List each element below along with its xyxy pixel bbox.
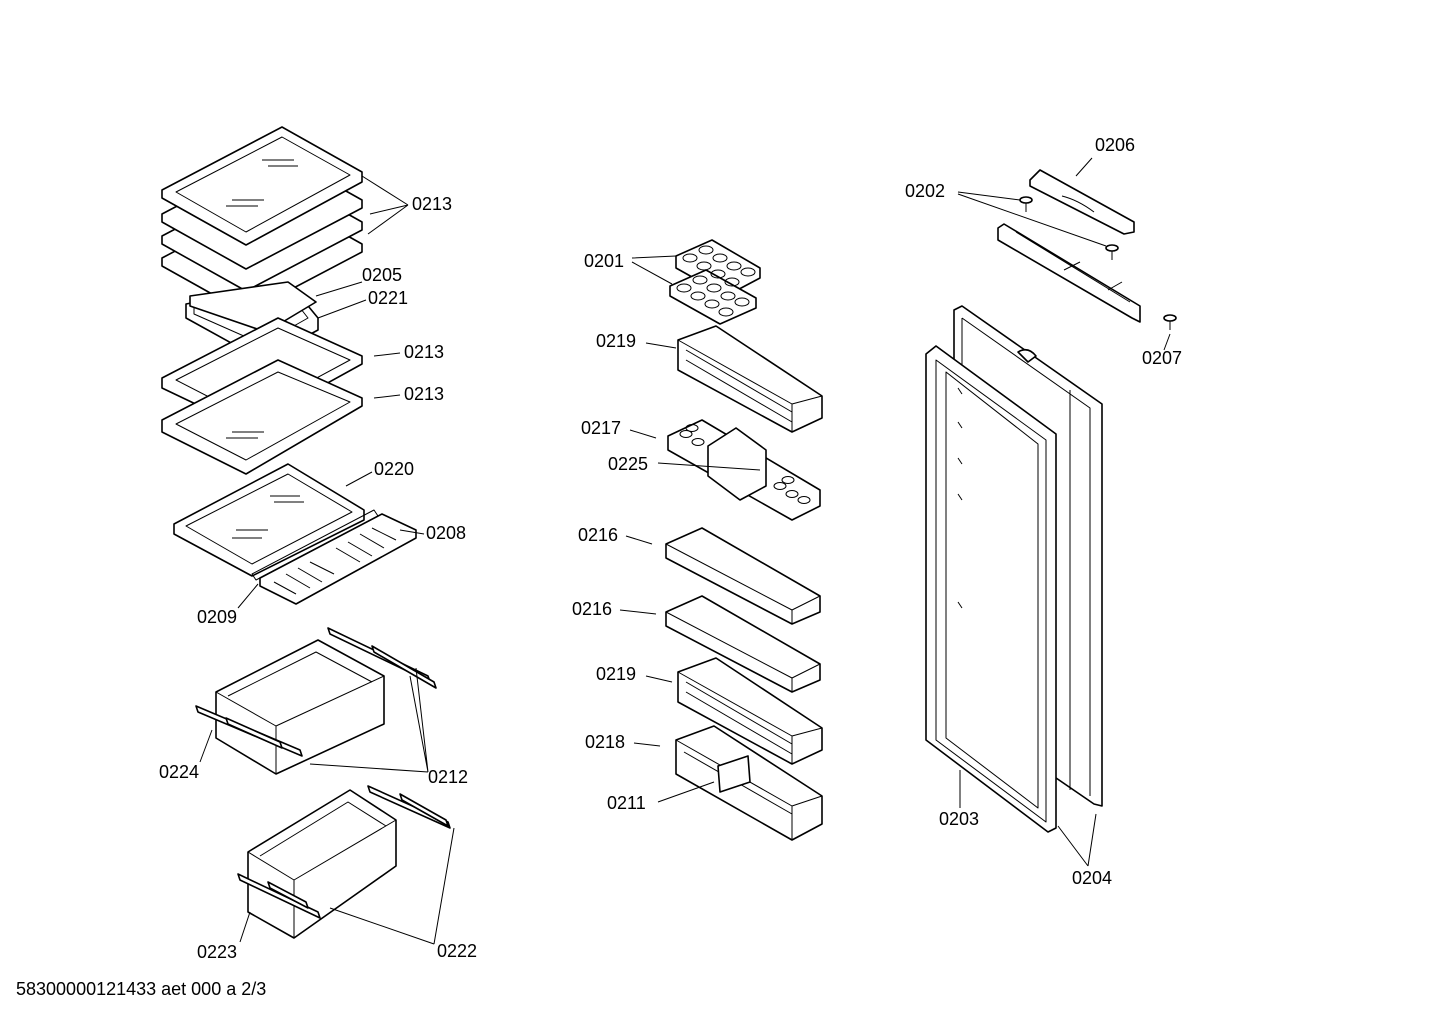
label-0206: 0206 xyxy=(1095,135,1135,155)
label-0204: 0204 xyxy=(1072,868,1112,888)
drawer-lower xyxy=(237,785,451,939)
part-labels: 0213 0205 0221 0213 0213 0220 0208 0209 … xyxy=(159,135,1182,962)
door-gasket-0203 xyxy=(925,345,1057,833)
label-0218: 0218 xyxy=(585,732,625,752)
label-0217: 0217 xyxy=(581,418,621,438)
glass-shelf-lower xyxy=(161,359,363,475)
label-0213-lower: 0213 xyxy=(404,384,444,404)
vent-grille xyxy=(251,509,417,605)
label-0202: 0202 xyxy=(905,181,945,201)
drawing-reference-footer: 58300000121433 aet 000 a 2/3 xyxy=(16,979,267,999)
label-0209: 0209 xyxy=(197,607,237,627)
door-rack-0219-lower xyxy=(677,657,823,765)
label-0205: 0205 xyxy=(362,265,402,285)
door-rack-0216-lower xyxy=(665,595,821,693)
label-0207: 0207 xyxy=(1142,348,1182,368)
glass-shelf-stack-top xyxy=(161,126,363,314)
door-rack-0219-upper xyxy=(677,325,823,433)
label-0221: 0221 xyxy=(368,288,408,308)
door-rack-0216-upper xyxy=(665,527,821,625)
egg-tray-pair xyxy=(669,239,761,325)
label-0211: 0211 xyxy=(607,793,646,813)
screw-0202-a xyxy=(1019,196,1033,212)
screw-0202-b xyxy=(1105,244,1119,260)
label-0225: 0225 xyxy=(608,454,648,474)
label-0224: 0224 xyxy=(159,762,199,782)
label-0219-upper: 0219 xyxy=(596,331,636,351)
leader-lines xyxy=(199,157,1171,945)
label-0216-lower: 0216 xyxy=(572,599,612,619)
label-0208: 0208 xyxy=(426,523,466,543)
label-0201: 0201 xyxy=(584,251,624,271)
glass-shelf-large xyxy=(173,463,365,577)
label-0213-top: 0213 xyxy=(412,194,452,214)
label-0223: 0223 xyxy=(197,942,237,962)
egg-rack-0217 xyxy=(667,419,821,521)
label-0203: 0203 xyxy=(939,809,979,829)
door-rack-0218 xyxy=(675,725,823,841)
label-0212: 0212 xyxy=(428,767,468,787)
drawer-upper xyxy=(195,627,437,775)
label-0220: 0220 xyxy=(374,459,414,479)
hinge-bracket xyxy=(997,223,1141,323)
handle-cover-0206 xyxy=(1029,169,1135,235)
label-0216-upper: 0216 xyxy=(578,525,618,545)
label-0222: 0222 xyxy=(437,941,477,961)
label-0213-middle: 0213 xyxy=(404,342,444,362)
screw-0207 xyxy=(1163,314,1177,330)
label-0219-lower: 0219 xyxy=(596,664,636,684)
